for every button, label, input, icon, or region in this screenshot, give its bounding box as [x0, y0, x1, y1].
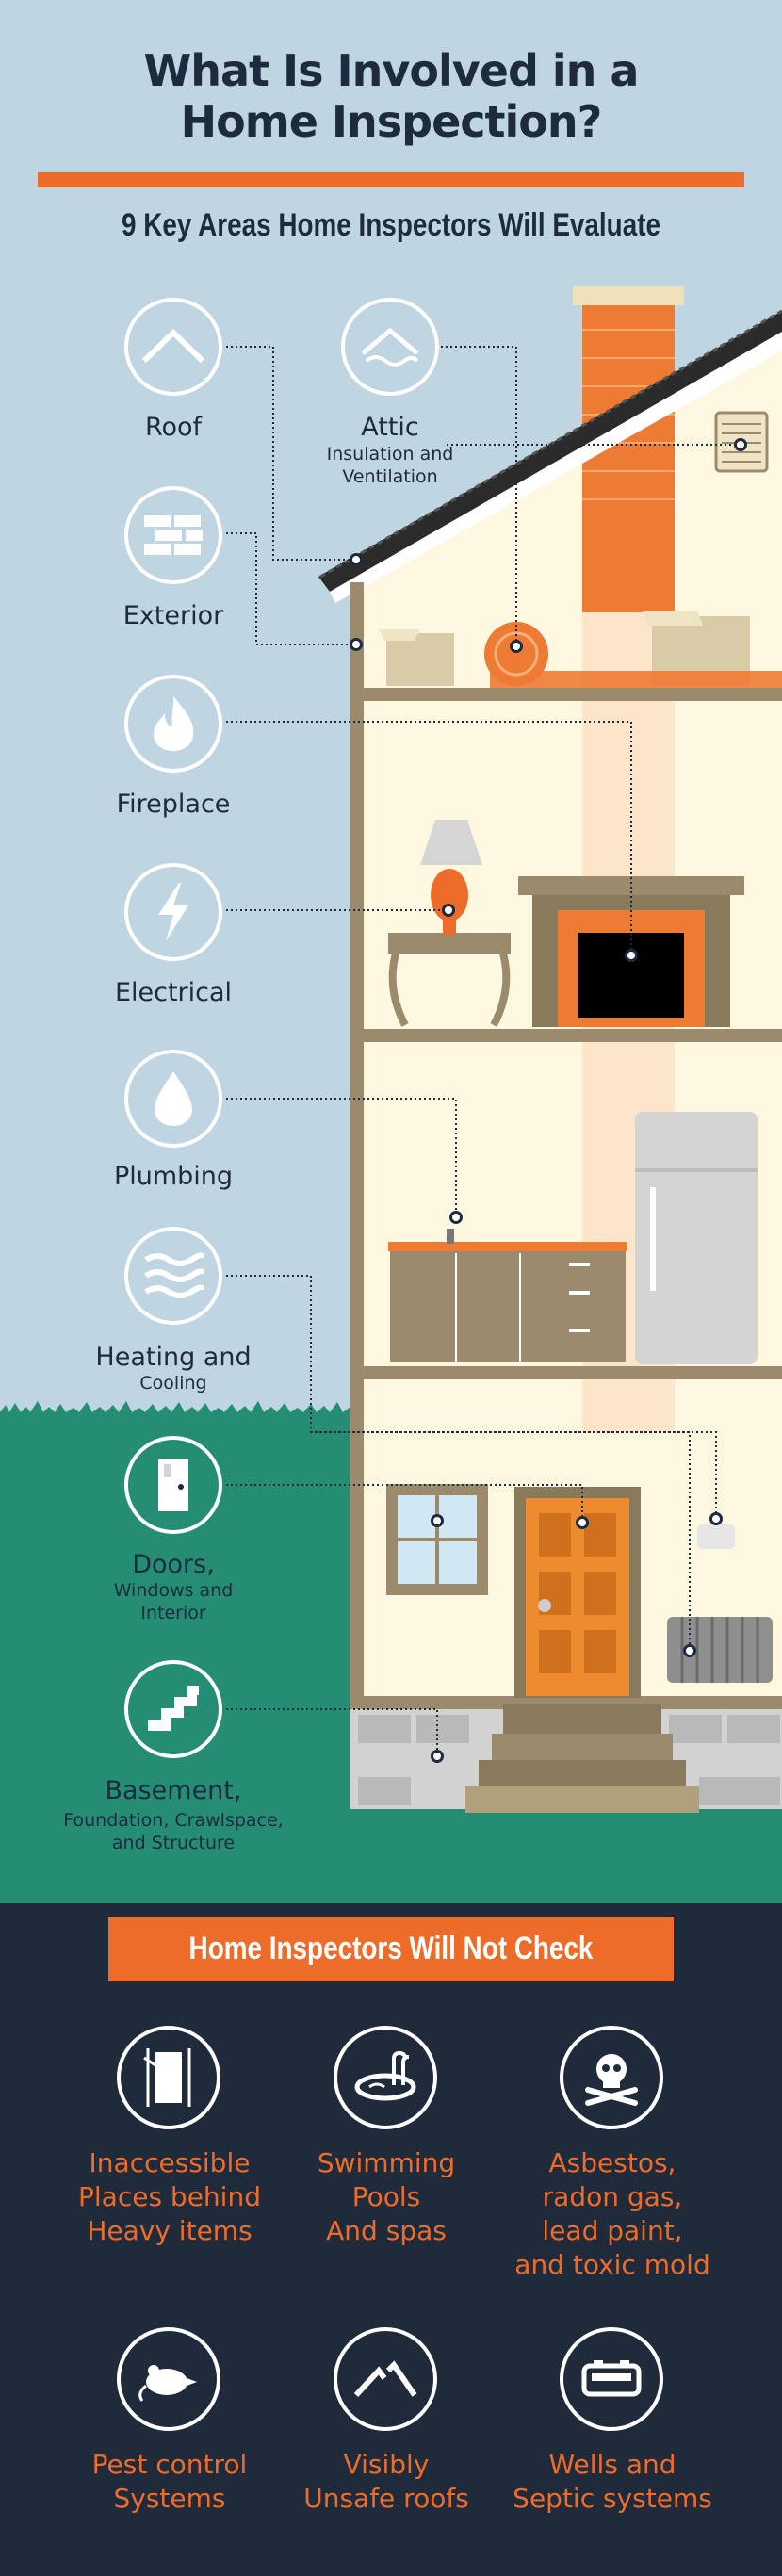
not-check-hazards: Asbestos, radon gas, lead paint, and tox… [514, 2147, 710, 2280]
area-label-fireplace: Fireplace [116, 790, 231, 819]
heavy-items-icon [117, 2026, 220, 2129]
roof-marker [350, 553, 363, 566]
title-divider [38, 172, 744, 187]
electrical-marker [442, 904, 455, 917]
heat-waves-icon [124, 1227, 222, 1325]
not-check-banner: Home Inspectors Will Not Check [108, 1917, 674, 1981]
basement-sub-line-2: and Structure [111, 1833, 236, 1853]
water-drop-icon [124, 1050, 222, 1148]
lightning-bolt-icon [124, 863, 222, 961]
skull-icon [560, 2026, 663, 2129]
not-check-section [0, 1903, 782, 2576]
door-marker [576, 1516, 589, 1529]
doors-sub-line-1: Windows and [113, 1580, 234, 1601]
area-label-plumbing: Plumbing [113, 1162, 234, 1191]
heating-sub: Cooling [139, 1373, 207, 1394]
vent-marker [734, 438, 747, 451]
pool-icon [334, 2026, 437, 2129]
septic-tank-icon [560, 2327, 663, 2431]
not-check-pest-control: Pest control Systems [91, 2449, 248, 2514]
area-label-doors: Doors, [132, 1550, 215, 1579]
not-check-wells-septic: Wells and Septic systems [513, 2449, 712, 2514]
title-line-1: What Is Involved in a [143, 45, 640, 96]
broken-roof-icon [334, 2327, 437, 2431]
area-label-electrical: Electrical [114, 978, 233, 1007]
door-icon [124, 1436, 222, 1534]
exterior-marker [350, 638, 363, 651]
page-title: What Is Involved in a Home Inspection? [0, 45, 782, 147]
radiator-marker [683, 1644, 696, 1657]
plumbing-marker [449, 1211, 463, 1224]
attic-sub-line-1: Insulation and [326, 444, 454, 465]
not-check-unsafe-roofs: Visibly Unsafe roofs [303, 2449, 469, 2514]
house-illustration [226, 286, 782, 1813]
fireplace-marker [625, 949, 638, 962]
roof-icon [124, 298, 222, 396]
rat-icon [117, 2327, 220, 2431]
attic-sub-line-2: Ventilation [342, 466, 438, 487]
window-marker [431, 1514, 444, 1527]
not-check-banner-text: Home Inspectors Will Not Check [188, 1931, 594, 1966]
area-label-heating: Heating and [95, 1343, 252, 1372]
area-label-basement: Basement, [105, 1776, 242, 1805]
not-check-heavy-items: Inaccessible Places behind Heavy items [78, 2147, 261, 2246]
page-subtitle: 9 Key Areas Home Inspectors Will Evaluat… [121, 207, 661, 243]
thermostat-marker [709, 1512, 723, 1525]
stairs-icon [124, 1660, 222, 1758]
attic-icon [341, 298, 439, 396]
title-line-2: Home Inspection? [180, 96, 603, 147]
basement-sub-line-1: Foundation, Crawlspace, [63, 1810, 284, 1831]
area-label-attic: Attic [361, 413, 419, 442]
brick-wall-icon [124, 486, 222, 584]
foundation-marker [431, 1750, 444, 1763]
area-label-roof: Roof [144, 413, 203, 442]
attic-marker [510, 640, 523, 653]
doors-sub-line-2: Interior [140, 1603, 206, 1623]
flame-icon [124, 675, 222, 773]
area-label-exterior: Exterior [122, 601, 224, 630]
not-check-pools: Swimming Pools And spas [317, 2147, 456, 2246]
